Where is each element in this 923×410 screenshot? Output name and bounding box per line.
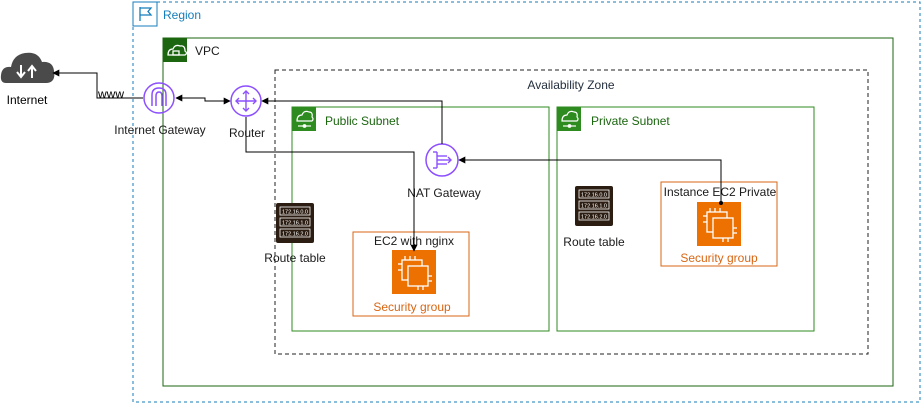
nat-gateway-label: NAT Gateway — [407, 186, 481, 200]
download-arrow-icon — [16, 65, 26, 79]
cloud-lock-icon — [167, 44, 188, 56]
ec2-label: Instance EC2 Private — [664, 185, 777, 199]
security-group-border — [352, 231, 470, 317]
upload-arrow-icon — [27, 64, 37, 78]
region-border — [132, 1, 921, 403]
internet-gateway-label: Internet Gateway — [114, 123, 205, 137]
flag-icon — [139, 7, 153, 21]
cloud-icon — [0, 52, 55, 83]
internet-label: Internet — [7, 93, 48, 107]
region-group: Region — [132, 1, 921, 403]
private-ec2-node: Instance EC2 Private Security group — [660, 181, 778, 267]
private-subnet-group: Private Subnet — [556, 106, 815, 332]
security-group-label: Security group — [373, 300, 451, 314]
router-icon — [230, 85, 262, 117]
www-label: www — [97, 87, 124, 101]
internet-node: Internet — [0, 52, 55, 107]
private-subnet-label: Private Subnet — [591, 114, 670, 128]
private-subnet-border — [556, 106, 815, 332]
route-entry: 172.16.2.0 — [282, 232, 308, 238]
route-entry: 172.16.2.0 — [581, 215, 607, 221]
security-group-border — [660, 181, 778, 267]
internet-gateway-node: Internet Gateway — [114, 82, 206, 137]
subnet-cloud-icon — [561, 110, 579, 128]
public-subnet-label: Public Subnet — [325, 114, 400, 128]
subnet-cloud-icon — [296, 110, 314, 128]
edge-igw-router — [175, 94, 231, 105]
az-group: Availability Zone — [274, 69, 869, 355]
edge-router-ec2 — [245, 117, 418, 252]
vpc-label: VPC — [195, 44, 220, 58]
route-table-label: Route table — [264, 251, 326, 265]
route-table-icon — [575, 186, 613, 226]
connectors — [52, 69, 722, 252]
vpc-group: VPC — [162, 37, 894, 387]
route-entry: 172.16.0.0 — [282, 210, 308, 216]
private-route-table: 172.16.0.0 172.16.1.0 172.16.2.0 Route t… — [563, 186, 625, 249]
route-table-icon — [276, 203, 314, 243]
public-subnet-group: Public Subnet — [291, 106, 550, 332]
az-border — [274, 69, 869, 355]
region-flag-icon — [132, 1, 158, 27]
security-group-label: Security group — [680, 251, 758, 265]
nat-gateway-node: NAT Gateway — [407, 143, 481, 200]
connector-dot — [719, 201, 723, 205]
public-ec2-node: EC2 with nginx Security group — [352, 231, 470, 317]
public-subnet-border — [291, 106, 550, 332]
router-node: Router — [229, 85, 265, 140]
route-entry: 172.16.1.0 — [581, 204, 607, 210]
region-label: Region — [163, 8, 201, 22]
public-route-table: 172.16.0.0 172.16.1.0 172.16.2.0 Route t… — [264, 203, 326, 265]
az-label: Availability Zone — [527, 78, 614, 92]
route-entry: 172.16.0.0 — [581, 193, 607, 199]
router-label: Router — [229, 126, 265, 140]
route-table-label: Route table — [563, 235, 625, 249]
internet-gateway-icon — [143, 82, 175, 114]
edge-igw-internet — [52, 69, 143, 99]
route-entry: 172.16.1.0 — [282, 221, 308, 227]
vpc-badge — [163, 38, 187, 62]
edge-nat-router — [261, 97, 443, 144]
edge-private-ec2-nat — [458, 156, 722, 203]
vpc-border — [162, 37, 894, 387]
